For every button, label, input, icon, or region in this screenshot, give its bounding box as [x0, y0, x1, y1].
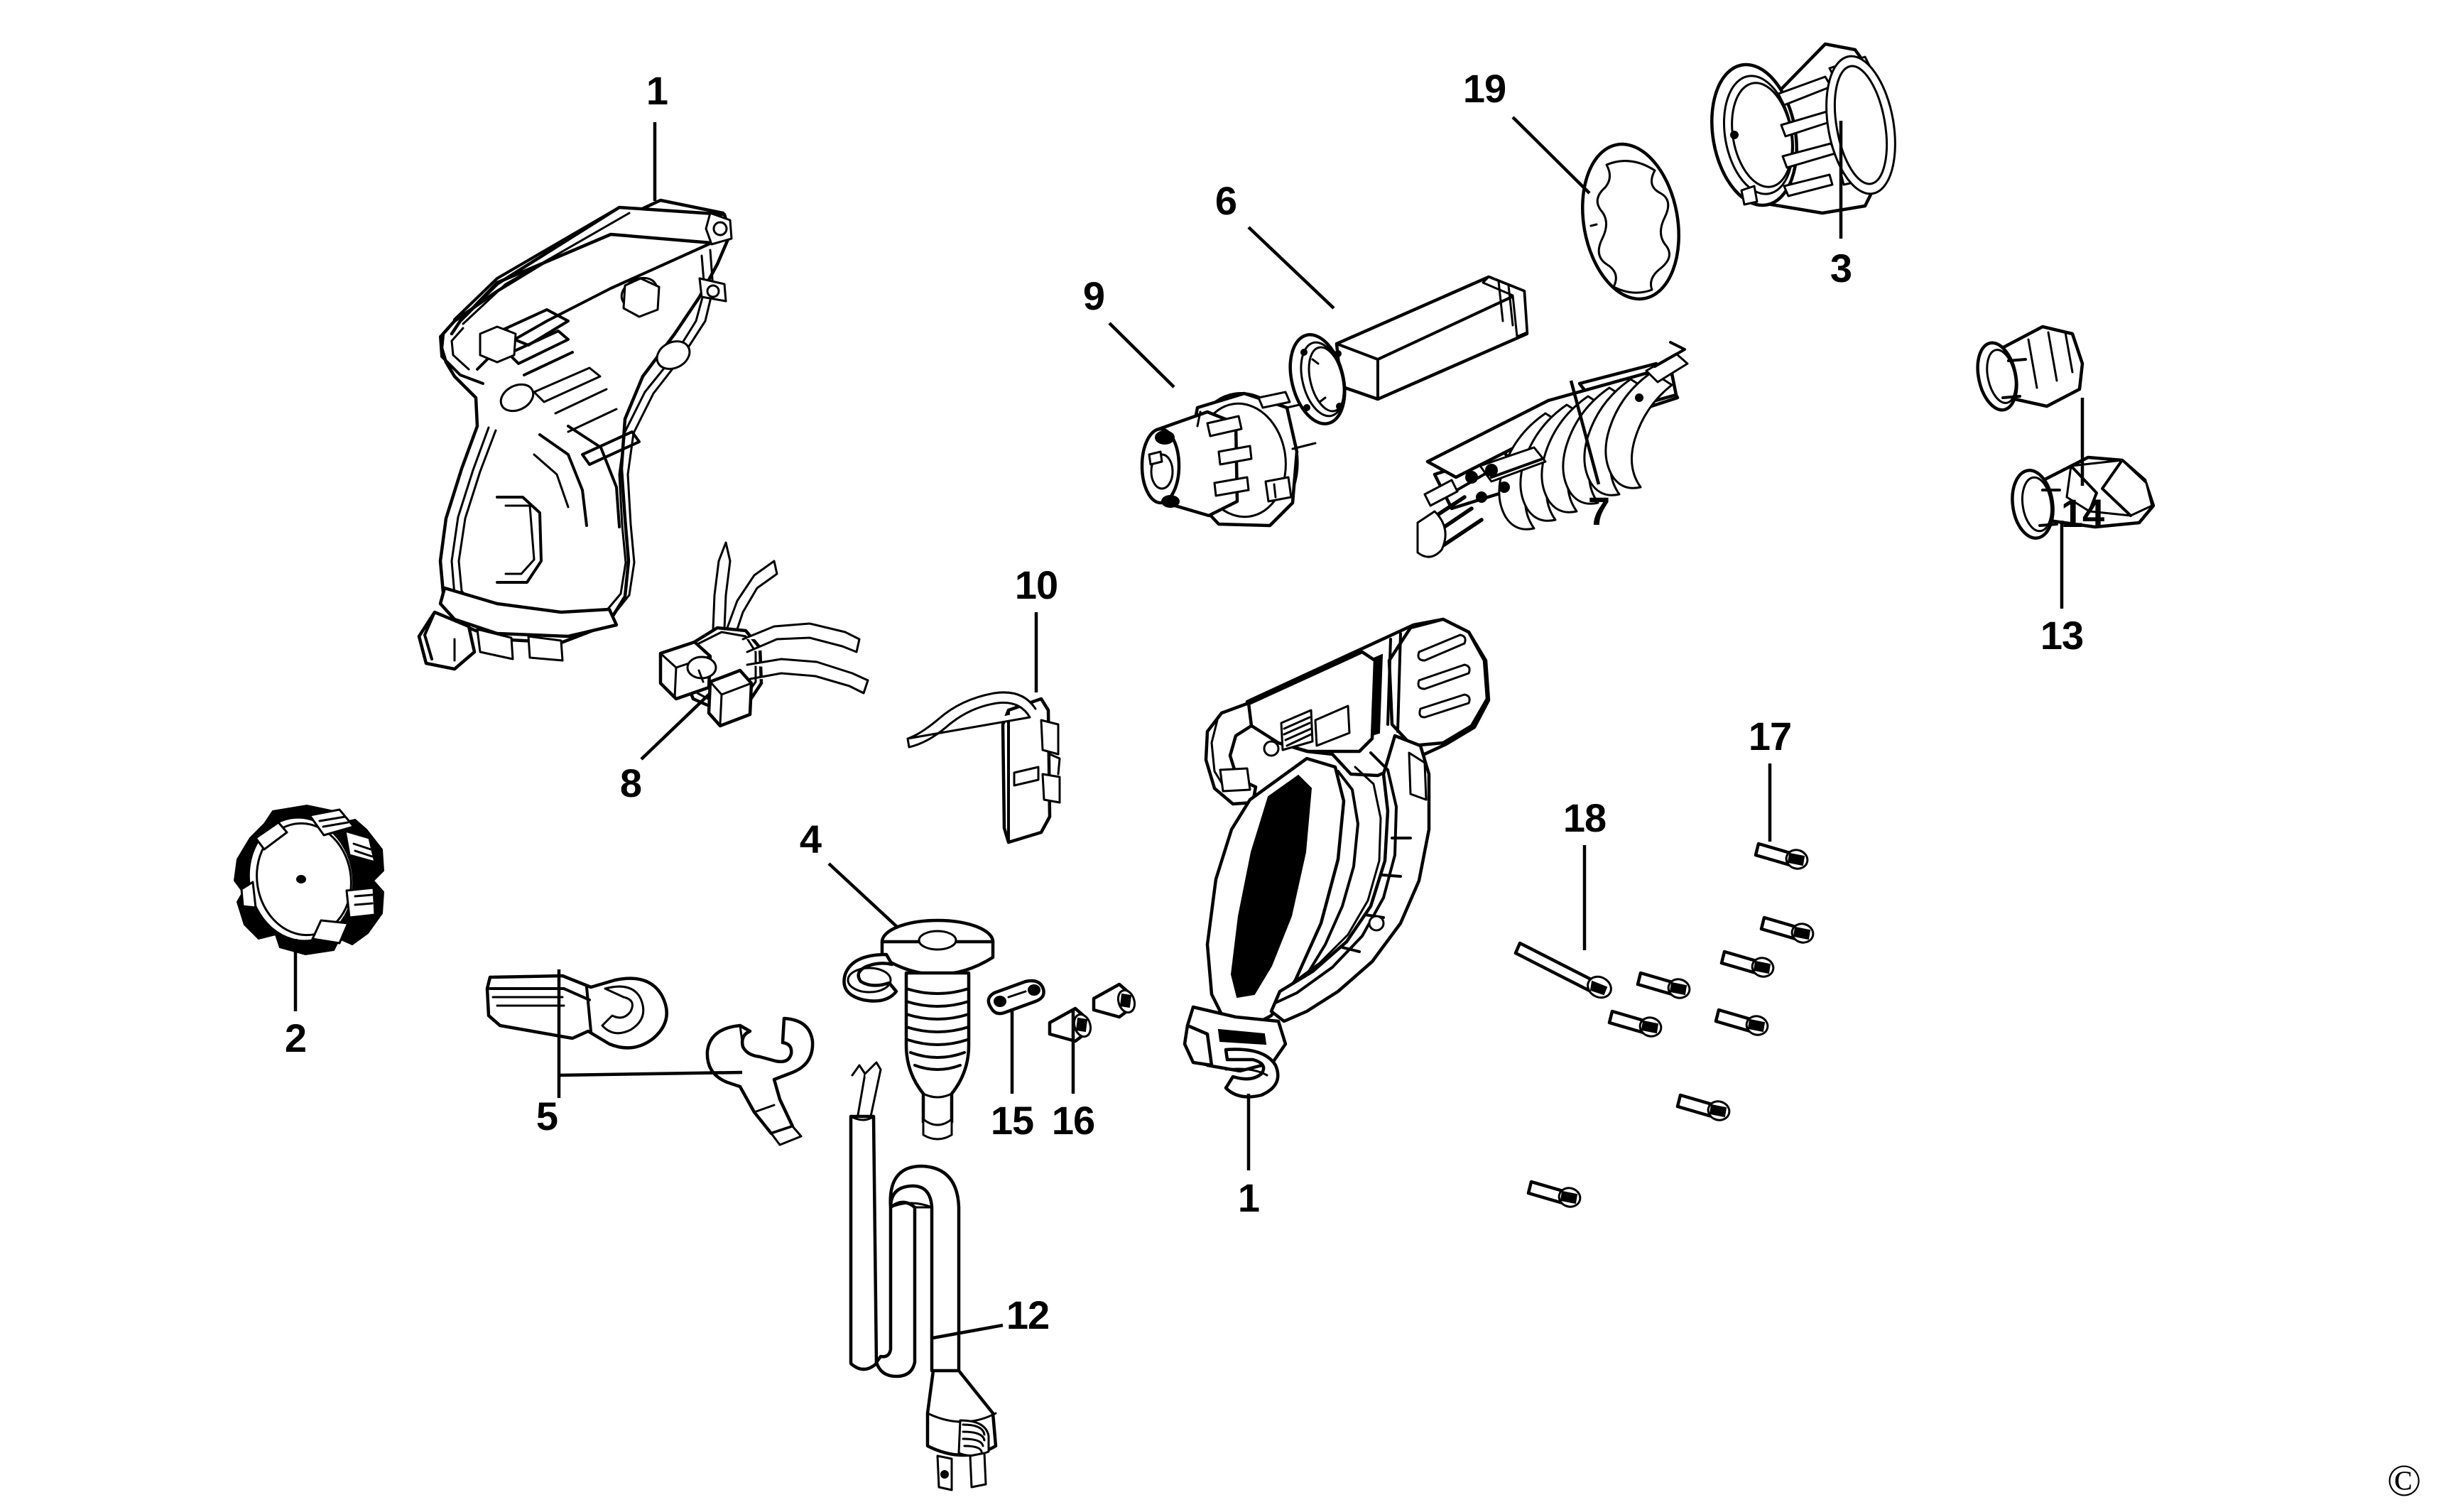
leader-lines: [293, 116, 2084, 1340]
screw: [1759, 915, 1815, 944]
part-housing-assembly: [1183, 617, 1491, 1099]
part-nozzle-ring-vented: [1710, 42, 1896, 215]
screw: [1719, 950, 1775, 978]
part-barrel-tube: [1288, 275, 1529, 425]
part-strain-relief-bushing: [842, 918, 995, 1141]
part-screw-set: [1526, 842, 1815, 1208]
part-nozzle-reducer: [1976, 325, 2084, 412]
part-terminal-screws: [1048, 982, 1136, 1043]
screw: [1675, 1093, 1731, 1121]
part-cord-clamp-pair: [485, 974, 815, 1146]
part-nozzle-flat-fan: [2011, 455, 2156, 540]
part-long-pin: [1513, 941, 1612, 999]
part-retaining-gasket: [1581, 142, 1680, 301]
screw: [1526, 1180, 1582, 1208]
screw: [1714, 1008, 1769, 1036]
part-terminal-link: [986, 979, 1045, 1016]
part-switch-module: [906, 691, 1061, 844]
part-heating-element: [1416, 341, 1689, 558]
screw: [1636, 971, 1691, 999]
part-power-cord-plug: [849, 1061, 998, 1491]
part-housing-half-left: [417, 198, 733, 671]
part-end-cap-vented: [233, 804, 385, 956]
part-fan-motor-assembly: [1140, 391, 1317, 528]
screw: [1607, 1009, 1663, 1038]
screw: [1754, 842, 1809, 870]
part-brush-holder-wires: [658, 541, 869, 728]
